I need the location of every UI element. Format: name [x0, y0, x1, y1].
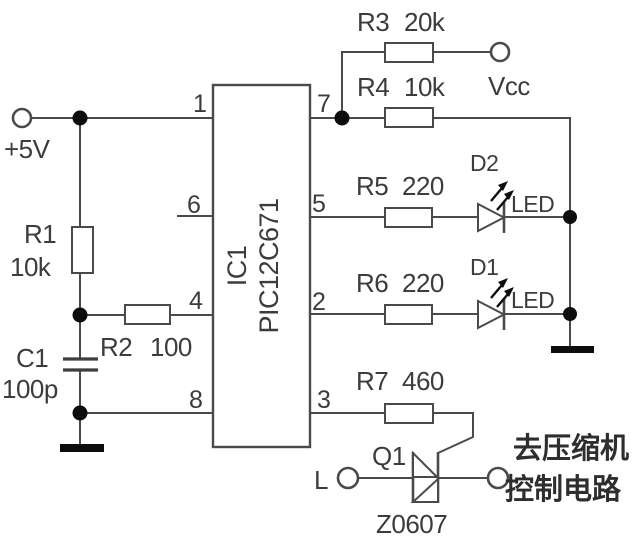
label-line-l: L: [314, 465, 328, 495]
ic-ref-label: IC1: [222, 246, 252, 287]
d1-arrowhead-2: [504, 287, 514, 297]
label-d2-ref: D2: [470, 150, 498, 176]
label-r5-ref: R5: [356, 171, 388, 201]
q1-lower-triangle: [410, 476, 439, 503]
d2-emission-arrow-2: [496, 196, 509, 211]
pin-label-3: 3: [317, 386, 330, 414]
d1-emission-arrow-2: [496, 293, 509, 308]
label-d1-type: LED: [511, 287, 554, 313]
q1-upper-triangle: [412, 450, 440, 478]
label-r3-value: 20k: [404, 7, 446, 37]
ground-right: [551, 346, 594, 353]
resistor-r2-body: [124, 304, 171, 325]
pin-label-8: 8: [189, 386, 202, 414]
wire-node7-to-r3: [341, 51, 385, 118]
junction-pin8: [72, 405, 88, 421]
junction-5v: [72, 110, 88, 126]
d2-arrowhead-1: [498, 181, 508, 191]
annotation-line1: 去压缩机: [513, 432, 629, 465]
label-r3-ref: R3: [357, 7, 389, 37]
label-r4-value: 10k: [404, 72, 446, 102]
pin-label-1: 1: [193, 90, 206, 118]
label-vcc: Vcc: [488, 71, 530, 101]
led-d2-symbol: [477, 181, 514, 233]
junction-d1-rail: [563, 307, 577, 321]
label-d1-ref: D1: [470, 254, 498, 280]
d1-emission-arrow-1: [490, 284, 503, 299]
terminal-plus5v: [11, 107, 33, 129]
ic-body: [211, 83, 312, 449]
pin-label-2: 2: [312, 288, 325, 316]
label-r1-value: 10k: [10, 252, 52, 282]
ic-part-label: PIC12C671: [254, 198, 284, 333]
label-c1-value: 100p: [2, 374, 58, 404]
junction-pin7: [334, 110, 350, 126]
ground-left: [60, 444, 104, 452]
junction-r2: [72, 307, 88, 323]
terminal-output: [486, 466, 510, 490]
resistor-r4-body: [384, 107, 434, 128]
resistor-r7-body: [384, 403, 434, 424]
label-r4-ref: R4: [357, 72, 389, 102]
label-r7-value: 460: [402, 366, 444, 396]
label-d2-type: LED: [511, 191, 554, 217]
label-plus5v: +5V: [4, 134, 51, 164]
wire-r7-to-gate: [433, 412, 474, 454]
d2-arrowhead-2: [504, 190, 514, 200]
pin-label-6: 6: [187, 191, 200, 219]
d2-emission-arrow-1: [490, 187, 503, 202]
terminal-vcc: [489, 41, 511, 63]
wire-net: [31, 51, 571, 479]
pin-label-7: 7: [317, 90, 330, 118]
capacitor-c1-body: [63, 357, 98, 372]
label-q1-ref: Q1: [372, 441, 406, 471]
label-c1-ref: C1: [16, 343, 48, 373]
label-r7-ref: R7: [356, 366, 388, 396]
pin-label-4: 4: [189, 287, 203, 315]
label-r1-ref: R1: [24, 219, 56, 249]
d2-anode-triangle: [477, 202, 507, 233]
label-r5-value: 220: [402, 171, 444, 201]
annotation-line2: 控制电路: [505, 473, 622, 506]
pin-label-5: 5: [312, 190, 325, 218]
label-r2-ref: R2: [100, 332, 132, 362]
resistor-r3-body: [384, 42, 434, 63]
triac-q1-symbol: [410, 450, 440, 503]
resistor-r6-body: [384, 304, 433, 325]
d1-arrowhead-1: [498, 278, 508, 288]
junction-d2-rail: [563, 210, 577, 224]
led-d1-symbol: [477, 278, 514, 330]
resistor-r5-body: [384, 207, 433, 228]
label-r2-value: 100: [150, 332, 192, 362]
label-r6-value: 220: [402, 268, 444, 298]
terminal-line-l: [336, 466, 360, 490]
label-q1-part: Z0607: [376, 509, 447, 539]
label-r6-ref: R6: [356, 268, 388, 298]
wire-r4-to-rail: [433, 117, 571, 346]
resistor-r1-body: [71, 226, 94, 274]
d1-anode-triangle: [477, 299, 507, 330]
